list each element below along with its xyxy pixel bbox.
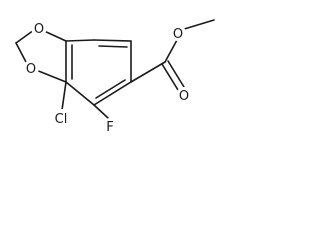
svg-text:O: O	[173, 27, 183, 42]
dioxole-bond-o2-c	[35, 69, 67, 83]
dioxole-bond-o1-ch2	[15, 29, 35, 44]
atom-o1: O	[31, 20, 47, 37]
atom-o2: O	[23, 60, 39, 77]
ring-bond-lower-right	[93, 81, 132, 106]
bond-ester-o-methyl	[180, 19, 215, 31]
svg-text:Cl: Cl	[55, 112, 68, 127]
bond-c-f	[93, 104, 109, 119]
bond-carbonyl-o-double-a	[161, 63, 179, 91]
bond-carbonyl-ester-o	[164, 39, 178, 63]
bond-c-cl	[61, 81, 67, 111]
ring-bond-top	[93, 39, 132, 42]
svg-text:O: O	[34, 22, 44, 37]
ring-bond-upper-left	[65, 39, 95, 42]
atom-cl: Cl	[50, 109, 72, 127]
atom-f: F	[103, 118, 117, 135]
svg-text:F: F	[106, 120, 113, 135]
atom-o-ester: O	[170, 25, 186, 42]
bond-ring-carbonyl	[130, 61, 166, 83]
dioxole-bond-ch2-o2	[15, 42, 27, 63]
ring-bond-lower-right-inner	[95, 79, 126, 99]
bond-carbonyl-o-double-b	[167, 60, 185, 88]
svg-text:O: O	[179, 89, 189, 104]
svg-text:O: O	[26, 62, 36, 77]
ring-bond-lower-left	[65, 81, 95, 106]
ring-bond-top-inner	[98, 45, 128, 48]
atom-o-carbonyl: O	[176, 87, 192, 104]
molecule-structure: O O O O Cl F	[15, 19, 215, 135]
